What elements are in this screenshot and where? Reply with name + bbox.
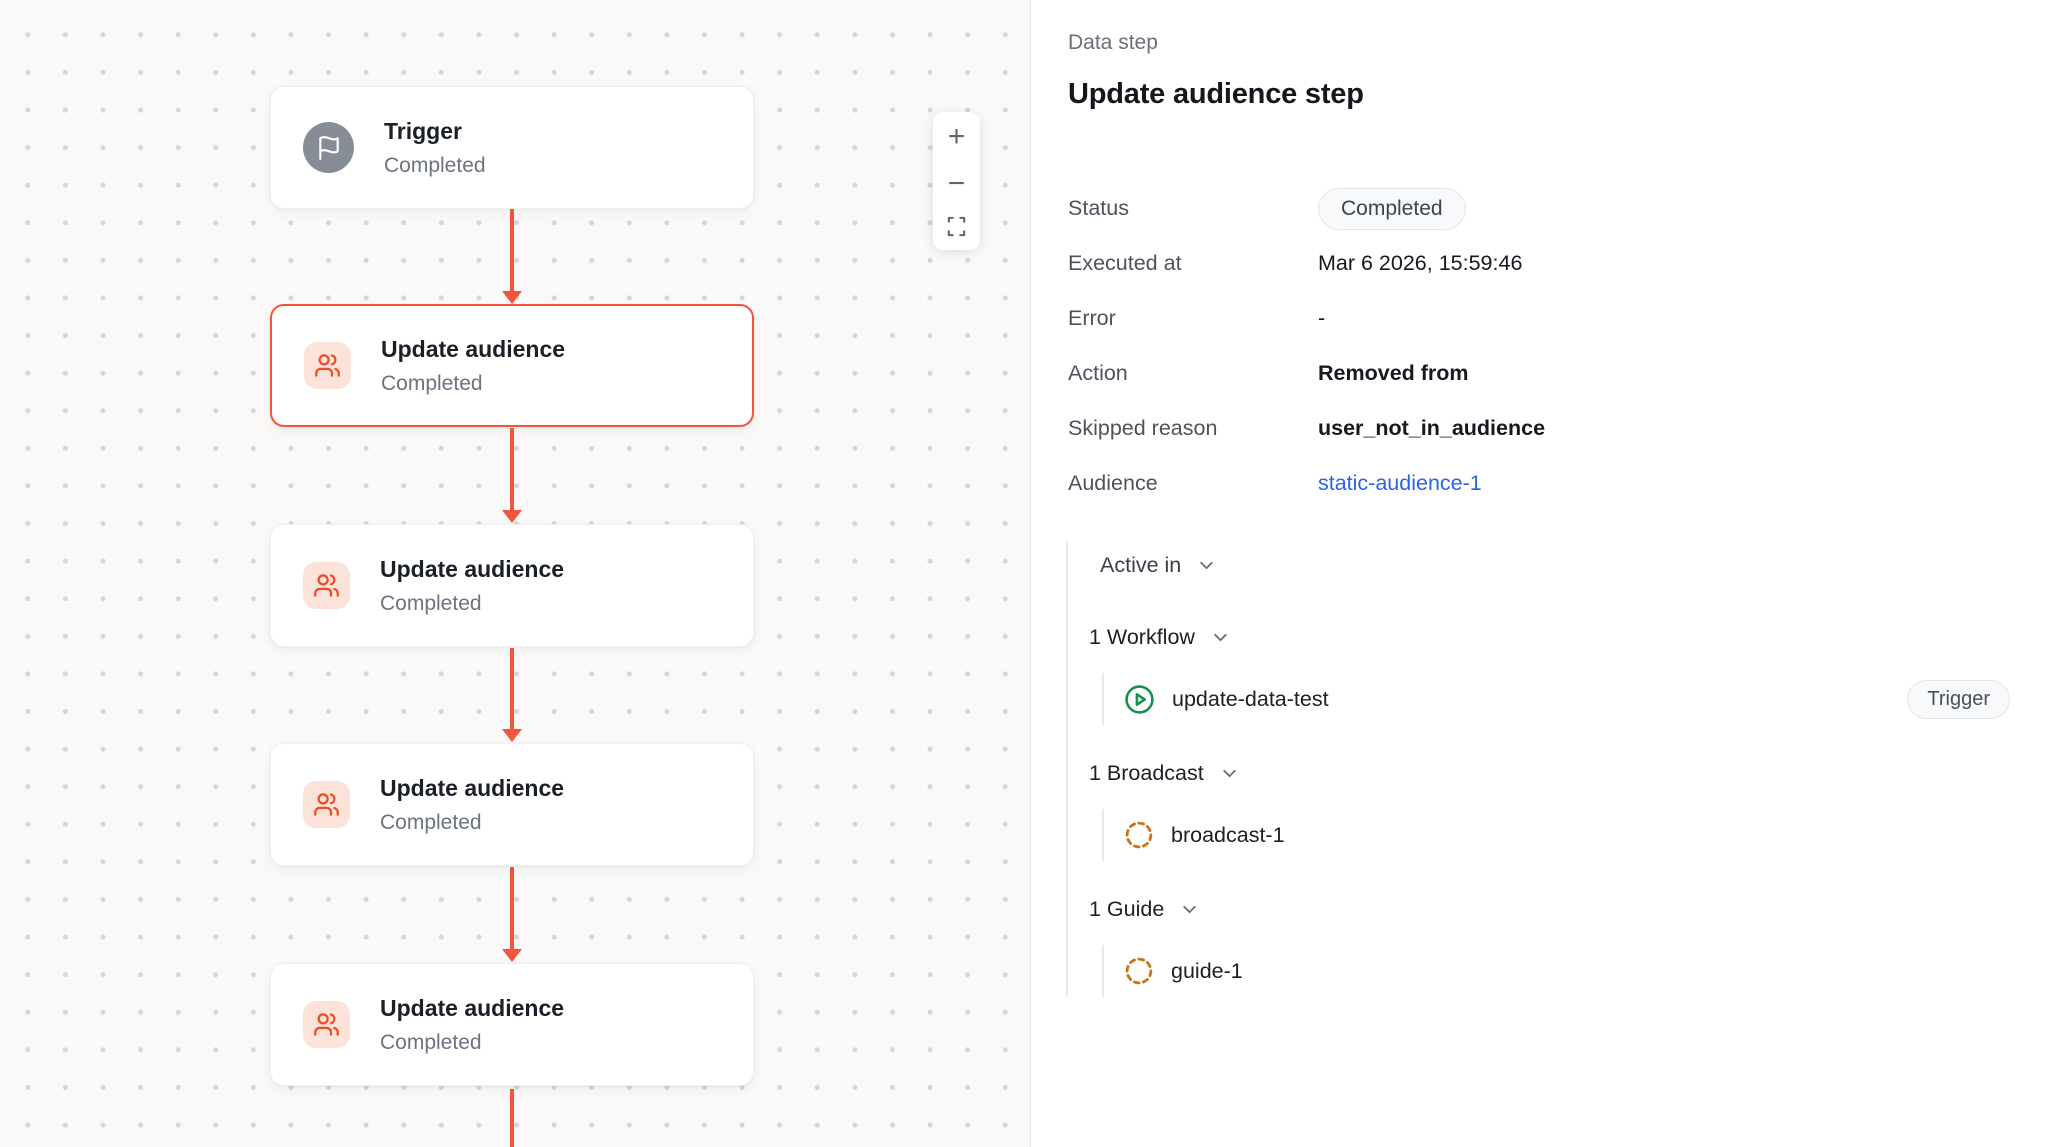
active-in-label: Active in: [1100, 552, 1182, 577]
step-details: Status Completed Executed at Mar 6 2026,…: [1068, 181, 2010, 511]
detail-row-skipped-reason: Skipped reason user_not_in_audience: [1068, 401, 2010, 456]
edge-arrow: [502, 209, 522, 304]
node-title: Trigger: [384, 117, 462, 144]
broadcast-item[interactable]: broadcast-1: [1102, 809, 2010, 861]
workflow-canvas[interactable]: Trigger Completed Update audience Comple…: [0, 0, 1031, 1147]
panel-eyebrow: Data step: [1068, 31, 1158, 54]
detail-row-executed-at: Executed at Mar 6 2026, 15:59:46: [1068, 236, 2010, 291]
detail-value: -: [1318, 306, 1326, 330]
detail-label: Executed at: [1068, 251, 1182, 275]
page-title: Update audience step: [1068, 78, 1364, 110]
users-icon: [303, 781, 350, 828]
node-title: Update audience: [381, 335, 566, 362]
guide-name: guide-1: [1171, 958, 1243, 983]
detail-row-error: Error -: [1068, 291, 2010, 346]
fit-view-icon: [945, 215, 968, 238]
edge-arrow: [502, 648, 522, 742]
guide-item[interactable]: guide-1: [1102, 945, 2010, 997]
detail-label: Audience: [1068, 471, 1158, 495]
detail-label: Skipped reason: [1068, 416, 1218, 440]
play-circle-icon: [1124, 684, 1155, 715]
node-title: Update audience: [380, 555, 565, 582]
node-title: Update audience: [380, 774, 565, 801]
node-status: Completed: [380, 591, 482, 615]
chevron-down-icon: [1196, 555, 1217, 576]
node-update-audience-selected[interactable]: Update audience Completed: [270, 304, 754, 427]
node-status: Completed: [380, 810, 482, 834]
fit-view-button[interactable]: [945, 215, 968, 238]
detail-row-action: Action Removed from: [1068, 346, 2010, 401]
chevron-down-icon: [1210, 627, 1231, 648]
edge-arrow: [502, 867, 522, 962]
zoom-controls: + −: [933, 112, 980, 250]
zoom-in-icon: +: [947, 120, 966, 153]
flag-icon: [303, 122, 354, 173]
group-label: 1 Guide: [1089, 896, 1165, 921]
users-icon: [304, 342, 351, 389]
zoom-in-button[interactable]: +: [948, 122, 966, 152]
trigger-badge: Trigger: [1907, 679, 2010, 719]
group-label: 1 Workflow: [1089, 624, 1195, 649]
active-in-toggle[interactable]: Active in: [1068, 541, 2010, 589]
zoom-out-button[interactable]: −: [947, 166, 966, 200]
users-icon: [303, 562, 350, 609]
chevron-down-icon: [1219, 763, 1240, 784]
node-update-audience[interactable]: Update audience Completed: [270, 743, 754, 866]
zoom-out-icon: −: [947, 166, 966, 200]
group-workflow-toggle[interactable]: 1 Workflow: [1068, 615, 2010, 659]
detail-label: Error: [1068, 306, 1116, 330]
detail-row-audience: Audience static-audience-1: [1068, 456, 2010, 511]
audience-link[interactable]: static-audience-1: [1318, 471, 1482, 495]
detail-label: Action: [1068, 361, 1128, 385]
node-update-audience[interactable]: Update audience Completed: [270, 963, 754, 1086]
node-status: Completed: [384, 153, 486, 177]
detail-value: Mar 6 2026, 15:59:46: [1318, 251, 1523, 275]
node-status: Completed: [380, 1030, 482, 1054]
broadcast-name: broadcast-1: [1171, 822, 1285, 847]
active-in-section: Active in 1 Workflow update-data-test Tr…: [1066, 541, 2010, 997]
step-details-panel: Data step Update audience step Status Co…: [1031, 0, 2048, 1147]
node-status: Completed: [381, 371, 483, 395]
workflow-name: update-data-test: [1172, 686, 1329, 711]
group-broadcast-toggle[interactable]: 1 Broadcast: [1068, 751, 2010, 795]
workflow-item[interactable]: update-data-test Trigger: [1102, 673, 2010, 725]
node-title: Update audience: [380, 994, 565, 1021]
node-trigger[interactable]: Trigger Completed: [270, 86, 754, 209]
users-icon: [303, 1001, 350, 1048]
edge-arrow: [502, 428, 522, 523]
chevron-down-icon: [1179, 899, 1200, 920]
detail-row-status: Status Completed: [1068, 181, 2010, 236]
detail-label: Status: [1068, 196, 1129, 220]
node-update-audience[interactable]: Update audience Completed: [270, 524, 754, 647]
detail-value: user_not_in_audience: [1318, 416, 1546, 440]
dashed-circle-icon: [1124, 956, 1154, 986]
dashed-circle-icon: [1124, 820, 1154, 850]
group-label: 1 Broadcast: [1089, 760, 1204, 785]
status-badge: Completed: [1318, 187, 1466, 230]
group-guide-toggle[interactable]: 1 Guide: [1068, 887, 2010, 931]
detail-value: Removed from: [1318, 361, 1469, 385]
edge-line: [502, 1089, 522, 1147]
